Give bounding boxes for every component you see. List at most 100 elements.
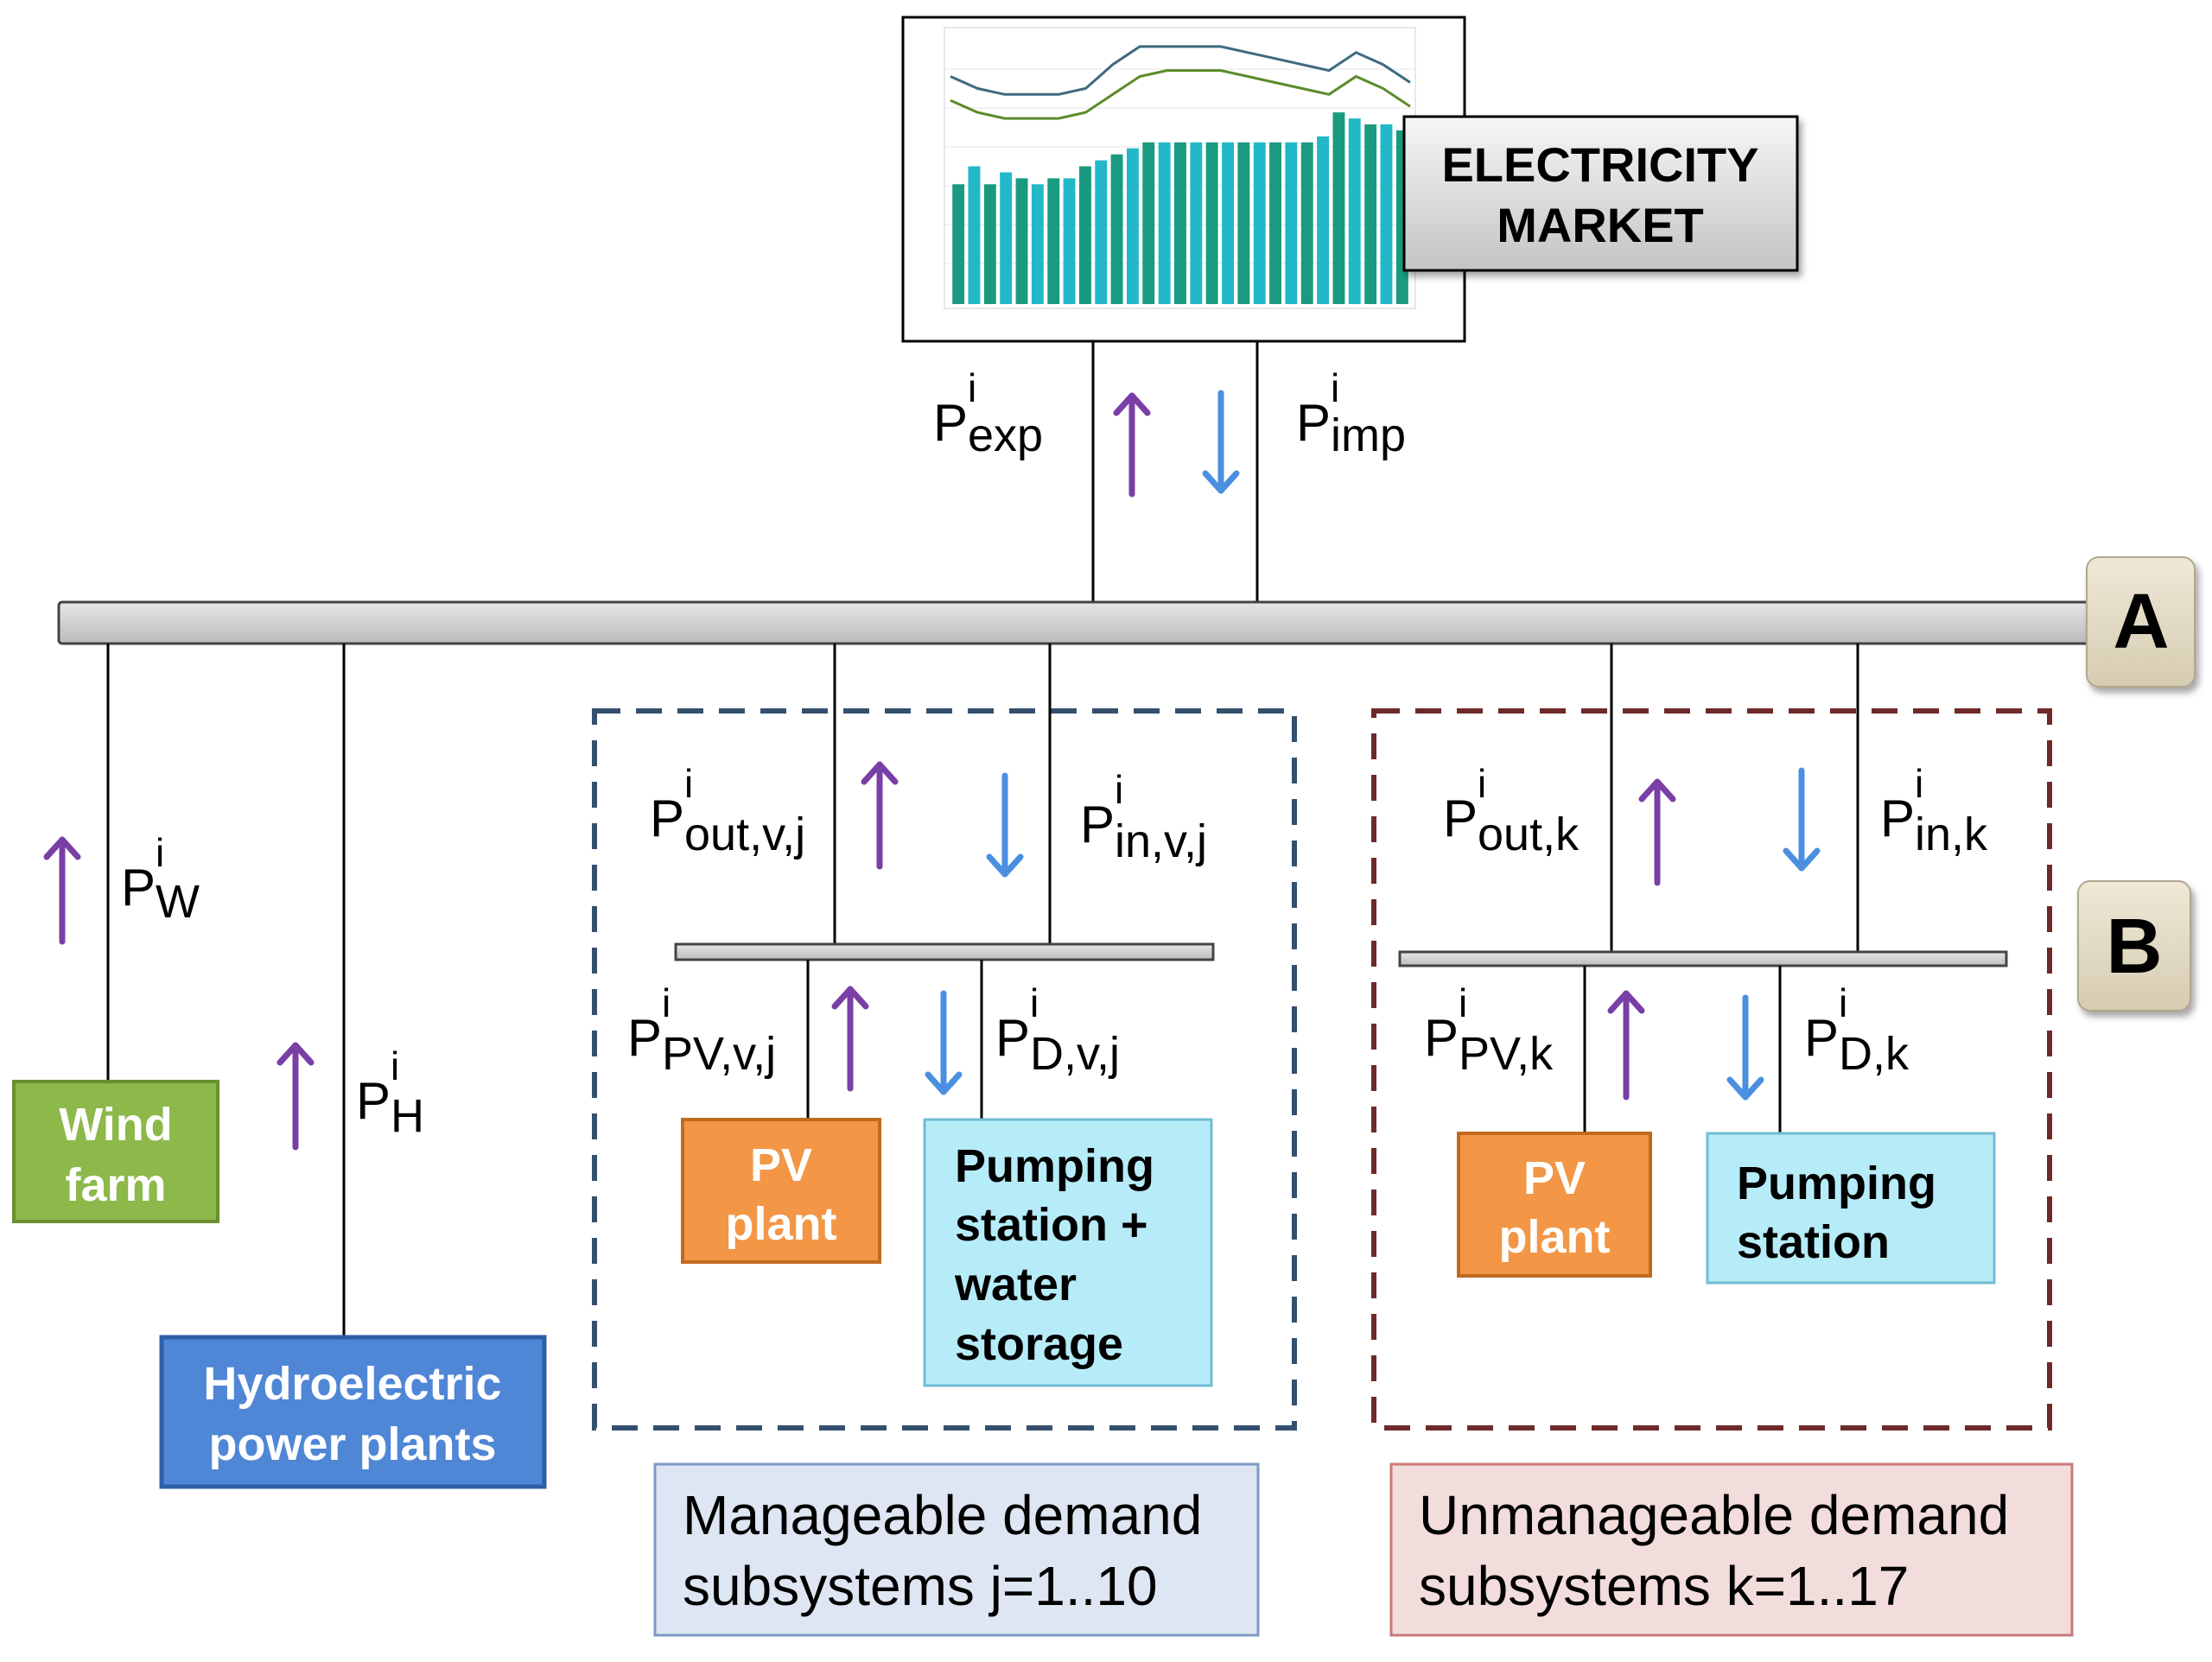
svg-text:P: P [933, 394, 968, 452]
hydro-up-arrow [276, 1042, 315, 1151]
import-down-arrow [1202, 390, 1240, 494]
chart-bar [1142, 142, 1155, 304]
unmanageable-legend-line2: subsystems k=1..17 [1419, 1555, 1909, 1617]
market-price-chart [901, 16, 1466, 343]
svg-text:P: P [1804, 1009, 1839, 1067]
svg-text:i: i [1331, 365, 1339, 410]
svg-text:P: P [650, 790, 684, 847]
wind-farm-label-line2: farm [65, 1159, 166, 1211]
svg-text:i: i [1115, 767, 1123, 812]
chart-bars [952, 112, 1408, 304]
pumping-storage-line1: Pumping [955, 1140, 1154, 1192]
bus-a-label: A [2113, 579, 2170, 665]
manageable-sub-bus [674, 942, 1215, 961]
label-p-in-k: P i in,k [1880, 761, 1988, 860]
svg-text:i: i [684, 761, 693, 806]
pv-manageable-label-line1: PV [750, 1139, 812, 1191]
in-k-down-arrow [1783, 767, 1821, 872]
chart-bar [1364, 124, 1377, 304]
svg-text:i: i [1030, 980, 1039, 1025]
pv-k-up-arrow [1607, 990, 1645, 1101]
unmanageable-subsystem-group [1371, 708, 2052, 1430]
label-p-d-vj: P i D,v,j [995, 980, 1120, 1080]
out-k-up-arrow [1638, 778, 1676, 886]
svg-text:PV,k: PV,k [1459, 1028, 1554, 1080]
svg-text:P: P [1080, 796, 1115, 853]
svg-text:exp: exp [968, 409, 1043, 461]
chart-bar [983, 184, 996, 304]
chart-bar [1110, 154, 1123, 304]
pv-vj-up-arrow [831, 986, 869, 1092]
chart-bar [952, 184, 965, 304]
chart-bar [968, 166, 981, 304]
chart-bar [1348, 118, 1361, 304]
unmanageable-sub-bus [1398, 950, 2008, 967]
svg-text:P: P [627, 1009, 662, 1067]
svg-text:P: P [121, 859, 156, 917]
svg-text:P: P [1296, 394, 1331, 452]
manageable-legend-box [653, 1462, 1260, 1637]
svg-text:P: P [1880, 790, 1915, 847]
chart-bar [1015, 178, 1028, 304]
chart-line-lower [950, 69, 1411, 120]
hydro-label-line1: Hydroelectric [203, 1358, 501, 1410]
svg-text:i: i [968, 365, 976, 410]
svg-text:in,v,j: in,v,j [1115, 815, 1207, 867]
svg-text:imp: imp [1331, 409, 1406, 461]
manageable-legend-line2: subsystems j=1..10 [683, 1555, 1158, 1617]
wind-farm-block [12, 1080, 219, 1223]
chart-bar [1269, 142, 1281, 304]
svg-text:i: i [1478, 761, 1486, 806]
out-vj-up-arrow [861, 761, 899, 870]
svg-text:P: P [995, 1009, 1030, 1067]
chart-bar [1300, 142, 1313, 304]
bus-a-tag [2086, 556, 2196, 688]
hydro-label-line2: power plants [208, 1418, 496, 1470]
wind-farm-label-line1: Wind [59, 1099, 172, 1151]
svg-text:i: i [1915, 761, 1923, 806]
label-p-w: P i W [121, 830, 200, 928]
pumping-station-line1: Pumping [1737, 1158, 1936, 1209]
svg-text:i: i [1459, 980, 1467, 1025]
pv-plant-manageable [681, 1118, 881, 1264]
chart-bar [1127, 148, 1139, 304]
label-p-h: P i H [356, 1044, 424, 1142]
chart-bar [1158, 142, 1171, 304]
chart-line-upper [950, 45, 1411, 96]
chart-bar [1380, 124, 1393, 304]
label-p-in-vj: P i in,v,j [1080, 767, 1207, 867]
chart-bar [1190, 142, 1203, 304]
chart-bar [1332, 112, 1345, 304]
svg-text:i: i [391, 1044, 399, 1088]
svg-text:i: i [156, 830, 164, 875]
bus-b-tag [2077, 880, 2191, 1012]
svg-text:i: i [662, 980, 671, 1025]
chart-bar [1174, 142, 1186, 304]
pv-unmanageable-label-line2: plant [1499, 1211, 1611, 1263]
market-label-line2: MARKET [1497, 198, 1704, 252]
svg-text:out,k: out,k [1478, 809, 1580, 860]
chart-bar [1047, 178, 1060, 304]
pv-manageable-label-line2: plant [726, 1198, 837, 1250]
label-p-pv-k: P i PV,k [1424, 980, 1554, 1080]
pumping-station-line2: station [1737, 1216, 1890, 1268]
chart-bar [1031, 184, 1044, 304]
svg-text:P: P [1443, 790, 1478, 847]
unmanageable-legend-box [1389, 1462, 2074, 1637]
svg-text:P: P [1424, 1009, 1459, 1067]
hydro-block [159, 1335, 547, 1489]
manageable-legend-line1: Manageable demand [683, 1484, 1202, 1546]
pv-plant-unmanageable [1457, 1132, 1652, 1278]
label-p-out-vj: P i out,v,j [650, 761, 805, 860]
chart-bar [1000, 172, 1013, 304]
svg-text:in,k: in,k [1915, 809, 1988, 860]
pumping-station-block [1706, 1132, 1996, 1285]
label-p-out-k: P i out,k [1443, 761, 1580, 860]
chart-bar [1079, 166, 1091, 304]
chart-bar [1317, 136, 1329, 304]
pumping-storage-block [923, 1118, 1213, 1387]
wind-up-arrow [43, 836, 81, 945]
svg-text:D,v,j: D,v,j [1030, 1028, 1120, 1080]
pumping-storage-line4: storage [955, 1318, 1123, 1370]
